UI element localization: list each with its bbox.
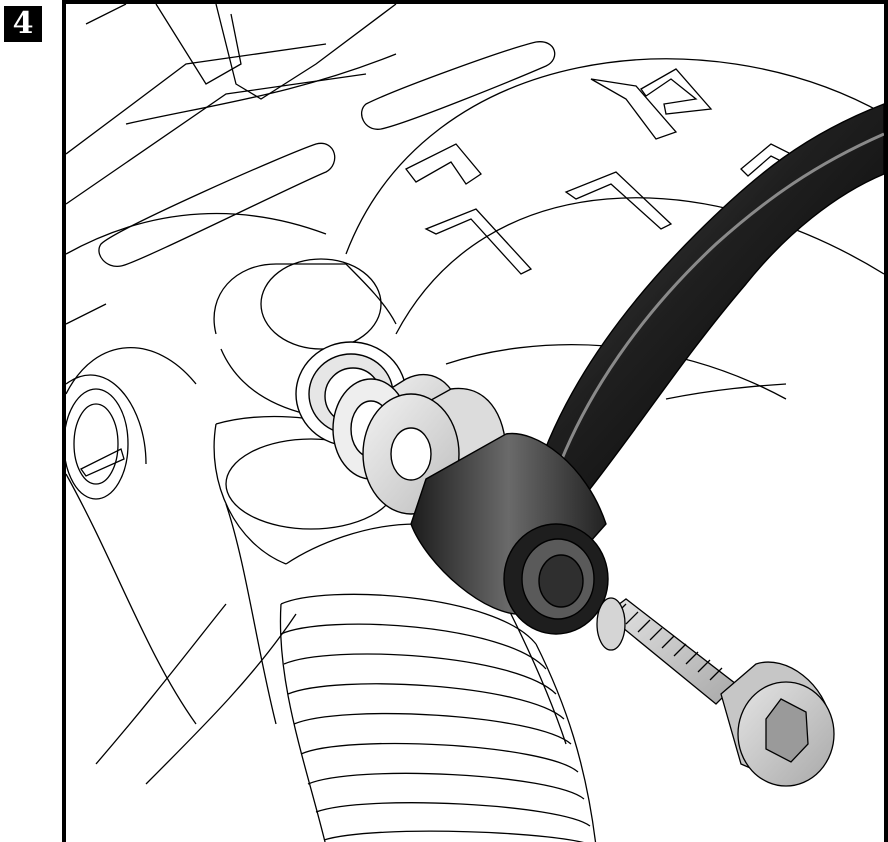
rotor-vent xyxy=(590,78,678,140)
rotor-vent xyxy=(640,68,713,115)
rotor-slot xyxy=(361,41,556,130)
banjo-fitting xyxy=(410,432,609,635)
rotor-vent xyxy=(424,208,533,275)
rotor-outer-arc xyxy=(345,58,884,255)
illustration-frame xyxy=(62,0,888,842)
shock-eyelet xyxy=(213,263,397,335)
rotor-inner-arc xyxy=(395,197,884,335)
spring-coil xyxy=(293,712,572,745)
spring-coil xyxy=(300,742,579,773)
spring-coil xyxy=(287,683,565,720)
spring-coil xyxy=(283,653,557,695)
brake-hose xyxy=(535,103,884,495)
rotor-vent xyxy=(564,171,673,230)
rotor-vent xyxy=(405,143,482,185)
assembly-illustration xyxy=(66,4,884,842)
socket-head-bolt xyxy=(596,597,835,787)
spring-coil xyxy=(307,772,585,800)
spring-coil xyxy=(315,802,591,827)
spring-coil xyxy=(280,593,537,645)
spring-coil xyxy=(280,623,547,670)
spring-coil xyxy=(323,830,584,842)
step-number-badge: 4 xyxy=(4,6,42,42)
rotor-slot xyxy=(98,142,336,267)
